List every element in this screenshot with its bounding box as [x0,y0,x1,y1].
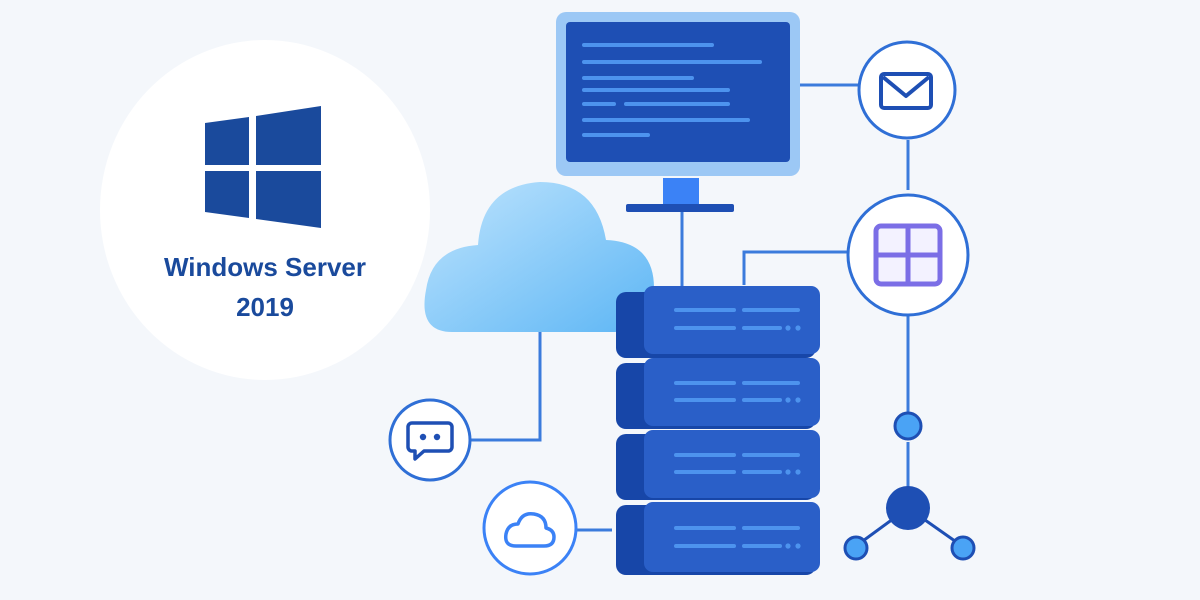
product-name: Windows Server [163,252,367,282]
mail-icon [857,40,957,140]
grid-app-icon [846,193,970,317]
server-stack-icon [616,286,820,575]
product-version: 2019 [236,292,294,322]
cloud-icon [424,182,654,332]
monitor-icon [556,12,800,212]
chat-icon [388,398,472,482]
cloud-outline-icon [482,480,578,576]
brand-block: Windows Server 2019 [0,0,366,322]
network-hub-icon [843,411,976,561]
